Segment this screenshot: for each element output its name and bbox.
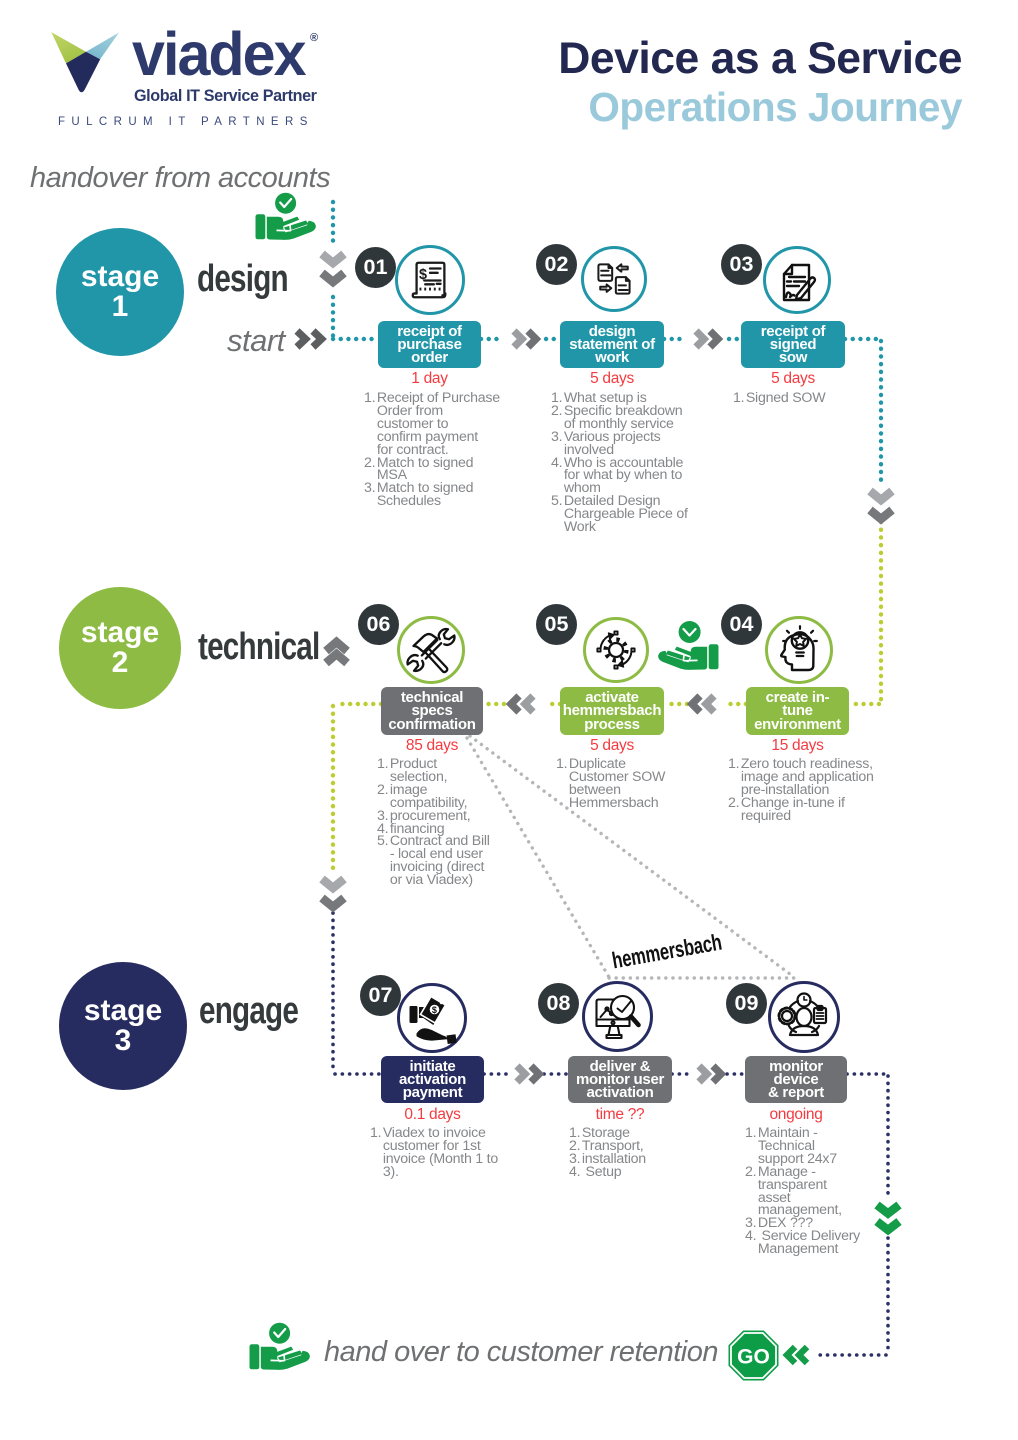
svg-text:$: $	[419, 267, 427, 283]
svg-text:$: $	[432, 1005, 437, 1015]
svg-text:GO: GO	[737, 1346, 770, 1369]
